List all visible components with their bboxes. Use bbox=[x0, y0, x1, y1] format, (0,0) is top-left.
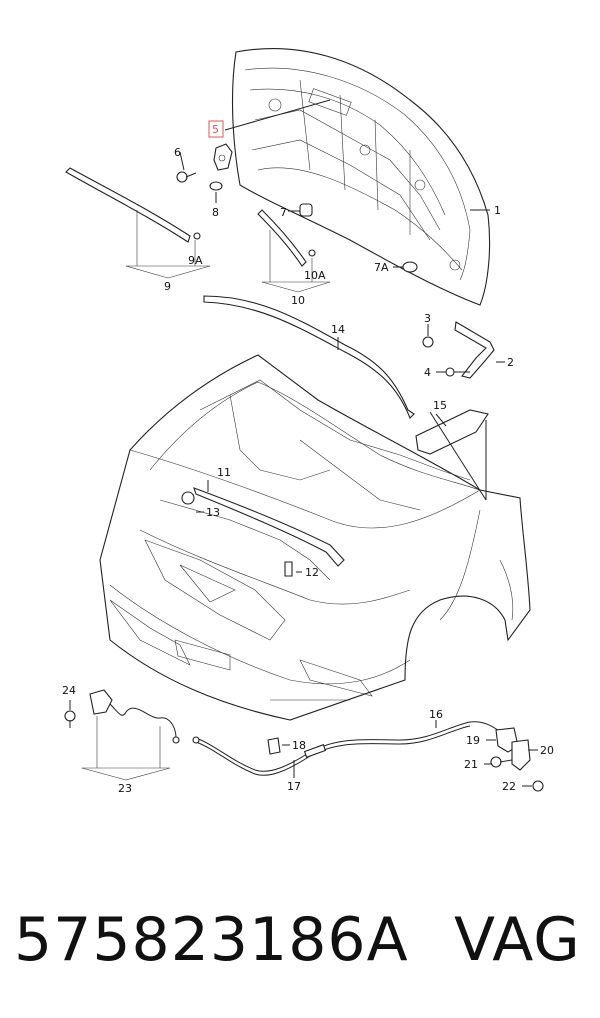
seal-strip-14 bbox=[203, 295, 415, 419]
exploded-parts-diagram: 1 2 3 4 5 6 7 7A 8 9 9A 10 10A 11 12 13 … bbox=[62, 48, 554, 795]
callout-10: 10 bbox=[291, 294, 305, 307]
callout-17: 17 bbox=[287, 780, 301, 793]
bolt-24 bbox=[64, 710, 76, 728]
callout-3: 3 bbox=[424, 312, 431, 325]
contact-switch-harness-23 bbox=[89, 689, 180, 744]
callout-22: 22 bbox=[502, 780, 516, 793]
hood-panel bbox=[231, 48, 491, 306]
callout-6: 6 bbox=[174, 146, 181, 159]
buffer-7 bbox=[299, 203, 313, 217]
part-caption: 575823186A VAG bbox=[14, 900, 594, 980]
callout-23: 23 bbox=[118, 782, 132, 795]
buffer-8 bbox=[209, 181, 223, 191]
callout-18: 18 bbox=[292, 739, 306, 752]
callout-20: 20 bbox=[540, 744, 554, 757]
callout-16: 16 bbox=[429, 708, 443, 721]
callout-14: 14 bbox=[331, 323, 345, 336]
callout-7a: 7A bbox=[374, 261, 389, 274]
callout-21: 21 bbox=[464, 758, 478, 771]
grommet-7a bbox=[402, 261, 418, 273]
callout-11: 11 bbox=[217, 466, 231, 479]
callout-4: 4 bbox=[424, 366, 431, 379]
callout-9a: 9A bbox=[188, 254, 203, 267]
callout-19: 19 bbox=[466, 734, 480, 747]
callout-10a: 10A bbox=[304, 269, 326, 282]
hood-hinge bbox=[454, 321, 495, 379]
callout-9: 9 bbox=[164, 280, 171, 293]
bracket-15 bbox=[415, 409, 489, 455]
brand-name: VAG bbox=[454, 905, 581, 975]
callout-24: 24 bbox=[62, 684, 76, 697]
callout-2: 2 bbox=[507, 356, 514, 369]
callout-7: 7 bbox=[280, 206, 287, 219]
bolt-4 bbox=[445, 367, 470, 377]
part-number: 575823186A bbox=[14, 905, 409, 975]
highlight-box bbox=[208, 120, 224, 138]
callout-13: 13 bbox=[206, 506, 220, 519]
callout-8: 8 bbox=[212, 206, 219, 219]
bolt-21 bbox=[490, 756, 513, 768]
callout-15: 15 bbox=[433, 399, 447, 412]
bolt-22 bbox=[532, 780, 544, 792]
callout-5: 5 bbox=[212, 123, 219, 136]
bolt-6 bbox=[176, 171, 197, 183]
hood-lock-striker bbox=[213, 143, 233, 171]
callout-1: 1 bbox=[494, 204, 501, 217]
nut-3 bbox=[422, 336, 434, 348]
seal-strip-10 bbox=[257, 209, 316, 267]
release-cable-16 bbox=[192, 721, 506, 776]
lock-20 bbox=[511, 739, 531, 771]
clip-18 bbox=[267, 737, 281, 755]
car-front-body bbox=[99, 354, 531, 721]
seal-strip-9 bbox=[65, 167, 201, 243]
callout-12: 12 bbox=[305, 566, 319, 579]
